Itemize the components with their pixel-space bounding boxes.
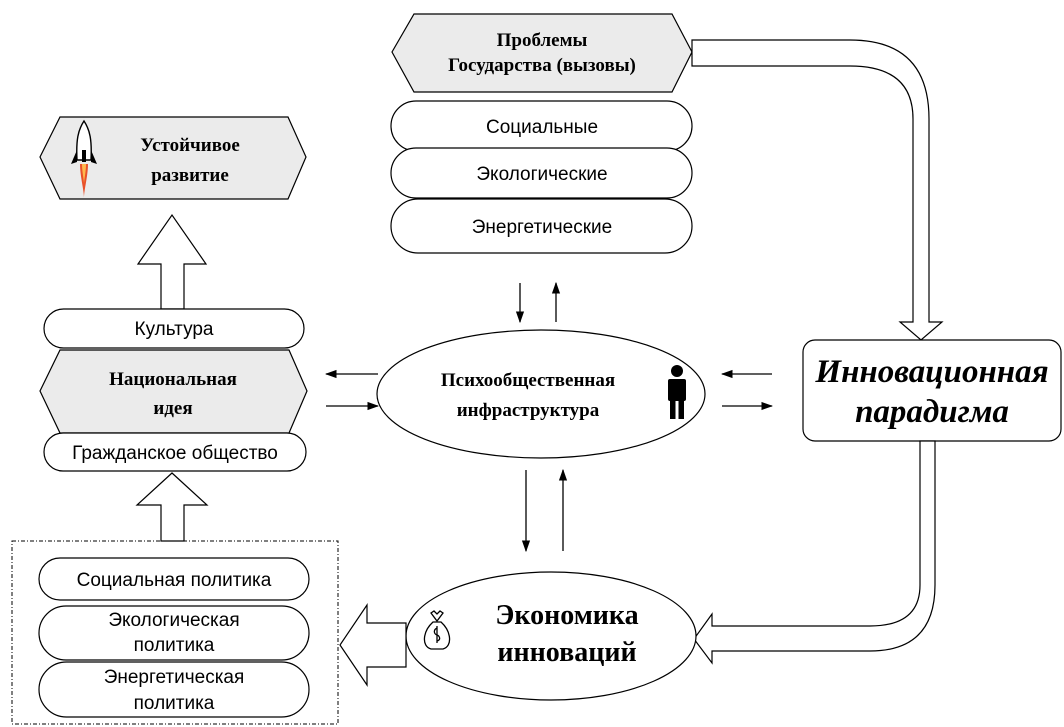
problems-title-line1: Проблемы [497, 30, 588, 51]
policies-block: Социальная политика Экологическая полити… [11, 540, 339, 725]
problem-eco-pill [390, 147, 693, 199]
sustainable-block: Устойчивое развитие [39, 116, 307, 200]
national-line1: Национальная [109, 369, 237, 390]
paradigm-block: Инновационная парадигма [802, 339, 1062, 442]
problems-title-line2: Государства (вызовы) [448, 55, 636, 76]
economy-line2: инноваций [497, 637, 636, 668]
psycho-ellipse [376, 329, 706, 459]
sustainable-line1: Устойчивое [140, 135, 240, 156]
policy-eco-label-line1: Экологическая [108, 610, 239, 631]
civil-society-pill [43, 432, 307, 472]
problems-hexagon [391, 13, 693, 93]
policy-eco-label-line2: политика [134, 635, 215, 656]
rocket-icon [71, 119, 97, 198]
policy-energy-label-line1: Энергетическая [104, 667, 245, 688]
person-icon [668, 365, 686, 419]
problems-block: Проблемы Государства (вызовы) Социальные… [390, 13, 693, 254]
arrow-policies-to-national [135, 472, 209, 542]
paradigm-line2: парадигма [855, 394, 1009, 430]
policies-dashed-frame [11, 540, 339, 725]
national-line2: идея [153, 398, 192, 419]
policy-social-pill [38, 557, 310, 601]
culture-label: Культура [135, 319, 214, 340]
economy-line1: Экономика [495, 600, 638, 631]
arrow-national-to-sustainable [136, 213, 208, 310]
problem-eco-label: Экологические [476, 164, 607, 185]
problem-energy-label: Энергетические [472, 217, 613, 238]
policy-energy-label-line2: политика [134, 693, 215, 714]
psycho-block: Психообщественная инфраструктура [376, 329, 706, 459]
money-bag-icon [423, 610, 451, 650]
culture-pill [43, 308, 305, 349]
arrow-problems-to-paradigm [691, 39, 944, 341]
problem-energy-pill [390, 198, 693, 254]
civil-society-label: Гражданское общество [72, 443, 278, 464]
policy-eco-pill [38, 605, 310, 661]
psycho-line2: инфраструктура [457, 400, 600, 421]
psycho-line1: Психообщественная [441, 370, 615, 391]
policy-social-label: Социальная политика [77, 570, 272, 591]
problem-social-label: Социальные [486, 117, 598, 138]
arrow-paradigm-to-economy [693, 440, 936, 665]
economy-block: Экономика инноваций [405, 571, 697, 701]
national-block: Культура Национальная идея Гражданское о… [39, 308, 308, 472]
paradigm-line1: Инновационная [814, 354, 1048, 390]
policy-energy-pill [38, 661, 310, 718]
sustainable-hexagon [39, 116, 307, 200]
arrow-economy-to-policies [339, 603, 407, 687]
national-hexagon [39, 349, 308, 434]
sustainable-line2: развитие [151, 165, 229, 186]
